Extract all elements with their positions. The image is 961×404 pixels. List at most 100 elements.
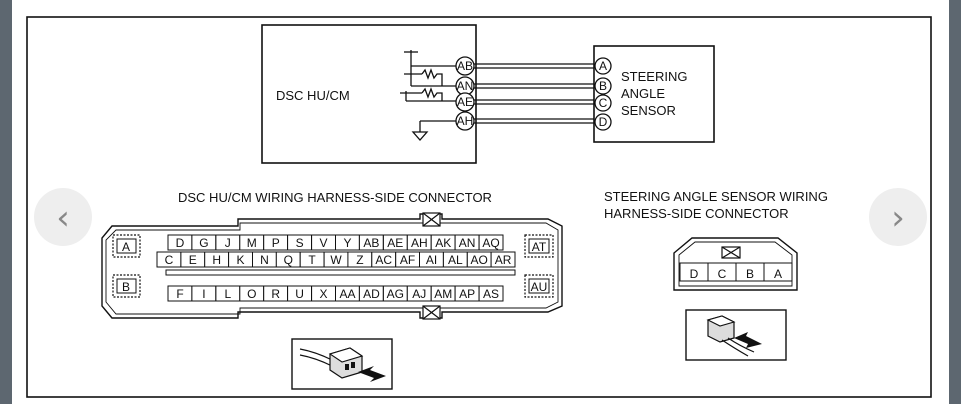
pin-label: Z: [356, 253, 363, 267]
pin-label: C: [718, 267, 727, 281]
module-pin-label: AN: [457, 79, 474, 93]
pin-label: E: [189, 253, 197, 267]
pin-label: K: [236, 253, 244, 267]
pin-label: AS: [483, 287, 499, 301]
pin-label: U: [295, 287, 304, 301]
next-button[interactable]: ›: [869, 188, 927, 246]
sensor-connector: STEERING ANGLE SENSOR WIRING HARNESS-SID…: [604, 189, 828, 291]
page-edge-right: [949, 0, 961, 404]
pin-label: G: [199, 236, 208, 250]
pin-cell: [490, 251, 516, 268]
pin-label: AI: [426, 253, 437, 267]
pin-label: AN: [459, 236, 476, 250]
pin-label: AM: [434, 287, 452, 301]
pin-label: T: [308, 253, 316, 267]
pin-label: S: [296, 236, 304, 250]
pin-label: V: [319, 236, 327, 250]
pin-label: D: [690, 267, 699, 281]
sensor-pin-label: D: [599, 115, 608, 129]
dsc-harness-illustration: [291, 338, 393, 390]
dsc-internal-circuit: [400, 50, 456, 141]
module-pin-label: AB: [457, 59, 473, 73]
pin-label: AP: [459, 287, 475, 301]
harness-wires: [474, 63, 594, 124]
pin-label: A: [774, 267, 782, 281]
page-edge-left: [0, 0, 12, 404]
pin-label: AJ: [412, 287, 426, 301]
dsc-connector-shell: [101, 213, 563, 319]
sensor-pin-label: A: [599, 59, 607, 73]
pin-label: I: [202, 287, 205, 301]
dsc-module-box: [261, 24, 477, 164]
pin-label: AO: [471, 253, 488, 267]
pin-label: F: [176, 287, 183, 301]
connector-tab-label: B: [122, 280, 130, 294]
pin-label: AR: [495, 253, 512, 267]
module-pin-label: AH: [457, 114, 474, 128]
pin-label: X: [319, 287, 327, 301]
pin-label: AB: [363, 236, 379, 250]
sensor-connector-title-line: STEERING ANGLE SENSOR WIRING: [604, 189, 828, 204]
sensor-label-line: SENSOR: [621, 103, 676, 118]
dsc-connector-inner-shell: [105, 222, 559, 315]
pin-label: AC: [375, 253, 392, 267]
pin-label: N: [260, 253, 269, 267]
sensor-pins: A B C D: [594, 57, 612, 131]
schematic: DSC HU/CM AB AN: [261, 24, 715, 164]
pin-label: AQ: [482, 236, 499, 250]
sensor-connector-inner-shell: [678, 241, 793, 287]
sensor-box: [593, 45, 715, 143]
chevron-left-icon: ‹: [56, 198, 70, 238]
diagram-frame: [12, 0, 949, 404]
dsc-connector-center-slot: [165, 269, 516, 276]
sensor-pin-label: B: [599, 79, 607, 93]
pin-label: AH: [411, 236, 428, 250]
dsc-module-label: DSC HU/CM: [276, 88, 350, 103]
pin-label: M: [247, 236, 257, 250]
pin-cell: [763, 262, 793, 282]
pin-label: AL: [448, 253, 463, 267]
module-pin-label: AE: [457, 95, 473, 109]
dsc-connector-title: DSC HU/CM WIRING HARNESS-SIDE CONNECTOR: [178, 190, 492, 205]
dsc-connector-row-3: F I L O R U X AA AD AG AJ AM AP AS: [167, 285, 504, 302]
pin-label: AD: [363, 287, 380, 301]
pin-cell: [478, 285, 504, 302]
pin-label: L: [224, 287, 231, 301]
connector-tab-label: AU: [531, 280, 548, 294]
dsc-connector-tabs: A B AT AU: [112, 234, 554, 298]
dsc-module-pins: AB AN AE AH: [455, 56, 475, 131]
pin-label: H: [212, 253, 221, 267]
chevron-right-icon: ›: [891, 198, 905, 238]
pin-label: B: [746, 267, 754, 281]
pin-label: Y: [343, 236, 351, 250]
dsc-connector-keys: [422, 212, 441, 320]
pin-cell: [478, 234, 504, 251]
pin-label: AF: [400, 253, 415, 267]
dsc-connector: DSC HU/CM WIRING HARNESS-SIDE CONNECTOR …: [101, 190, 563, 320]
sensor-connector-shell: [673, 237, 798, 291]
pin-label: AA: [339, 287, 355, 301]
pin-label: W: [330, 253, 342, 267]
sensor-label-line: ANGLE: [621, 86, 665, 101]
pin-label: R: [271, 287, 280, 301]
pin-label: O: [247, 287, 256, 301]
pin-label: D: [176, 236, 185, 250]
connector-tab-label: A: [122, 240, 130, 254]
pin-label: AK: [435, 236, 451, 250]
pin-label: AG: [387, 287, 404, 301]
sensor-pin-label: C: [599, 96, 608, 110]
prev-button[interactable]: ‹: [34, 188, 92, 246]
pin-label: J: [225, 236, 231, 250]
connector-tab-label: AT: [532, 240, 547, 254]
sensor-label-line: STEERING: [621, 69, 687, 84]
pin-label: C: [165, 253, 174, 267]
pin-label: Q: [284, 253, 293, 267]
diagram-border: [26, 16, 932, 398]
pin-label: P: [272, 236, 280, 250]
pin-label: AE: [387, 236, 403, 250]
sensor-harness-illustration: [685, 309, 787, 361]
sensor-connector-title-line: HARNESS-SIDE CONNECTOR: [604, 206, 789, 221]
